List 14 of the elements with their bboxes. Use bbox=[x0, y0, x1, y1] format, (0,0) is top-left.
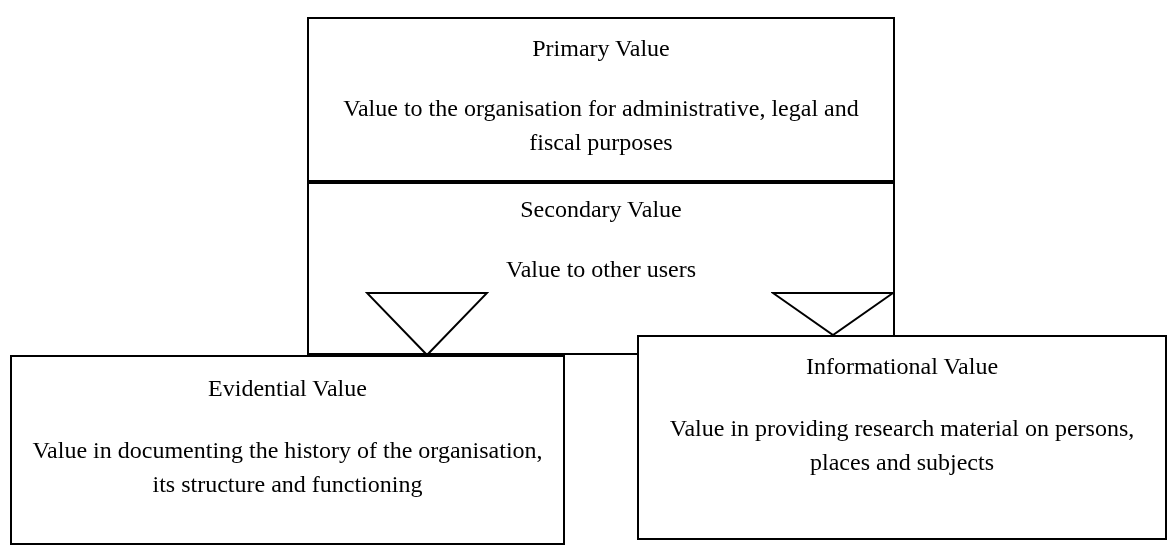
text-box bbox=[10, 355, 565, 545]
box-heading: Primary Value bbox=[532, 34, 670, 63]
text-box bbox=[307, 182, 895, 355]
box-description: Value in providing research material on persons, places and subjects bbox=[668, 414, 1136, 477]
box-description: Value to the organisation for administrative, legal and fiscal purposes bbox=[342, 94, 860, 157]
box-description: Value to other users bbox=[506, 255, 696, 284]
triangle-arrow bbox=[366, 292, 488, 356]
box-heading: Evidential Value bbox=[208, 374, 367, 403]
triangle-arrow bbox=[772, 292, 894, 336]
box-heading: Informational Value bbox=[805, 352, 999, 381]
box-heading: Secondary Value bbox=[520, 195, 682, 224]
box-description: Value in documenting the history of the organisation, its structure and functioning bbox=[31, 436, 544, 499]
text-box bbox=[307, 17, 895, 182]
text-box bbox=[637, 335, 1167, 540]
